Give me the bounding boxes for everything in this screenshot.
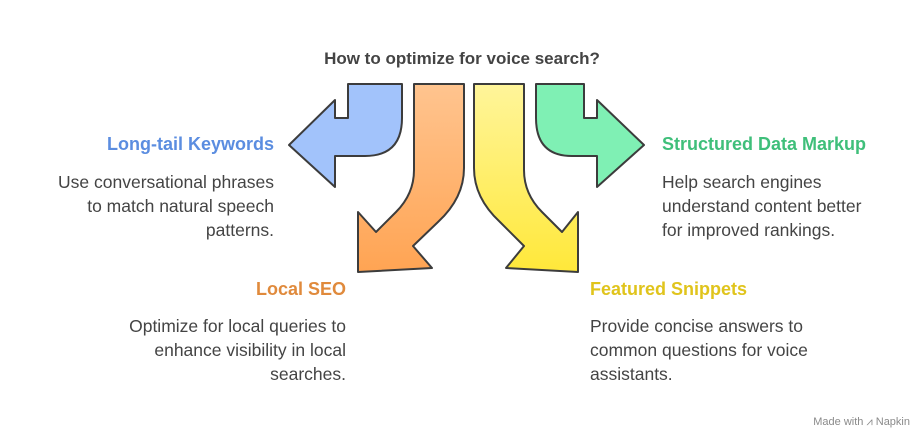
desc-line: common questions for voice: [590, 340, 808, 360]
heading-structured-data-markup: Structured Data Markup: [662, 134, 867, 154]
desc-line: patterns.: [205, 220, 274, 240]
desc-line: to match natural speech: [87, 196, 274, 216]
diagram-title: How to optimize for voice search?: [324, 49, 600, 68]
desc-line: for improved rankings.: [662, 220, 836, 240]
desc-line: Help search engines: [662, 172, 822, 192]
desc-local-seo: Optimize for local queries to enhance vi…: [66, 314, 346, 386]
desc-line: Use conversational phrases: [58, 172, 274, 192]
napkin-logo-icon: ⩘: [866, 416, 873, 428]
heading-featured-snippets: Featured Snippets: [590, 279, 748, 299]
desc-line: Provide concise answers to: [590, 316, 804, 336]
desc-structured-data-markup: Help search engines understand content b…: [662, 170, 912, 242]
desc-featured-snippets: Provide concise answers to common questi…: [590, 314, 870, 386]
heading-local-seo: Local SEO: [255, 279, 346, 299]
desc-line: enhance visibility in local: [154, 340, 346, 360]
desc-line: searches.: [270, 364, 346, 384]
arrow-blue-long-tail-keywords: [288, 83, 403, 188]
desc-line: Optimize for local queries to: [129, 316, 346, 336]
desc-long-tail-keywords: Use conversational phrases to match natu…: [0, 170, 274, 242]
arrow-yellow-featured-snippets: [473, 83, 579, 273]
desc-line: assistants.: [590, 364, 673, 384]
brand-label: Napkin: [875, 416, 910, 428]
desc-line: understand content better: [662, 196, 862, 216]
heading-long-tail-keywords: Long-tail Keywords: [106, 134, 274, 154]
footer-attribution: Made with ⩘ Napkin: [813, 416, 910, 429]
arrow-green-structured-data: [535, 83, 645, 188]
arrow-orange-local-seo: [357, 83, 465, 273]
made-with-label: Made with: [813, 416, 864, 428]
